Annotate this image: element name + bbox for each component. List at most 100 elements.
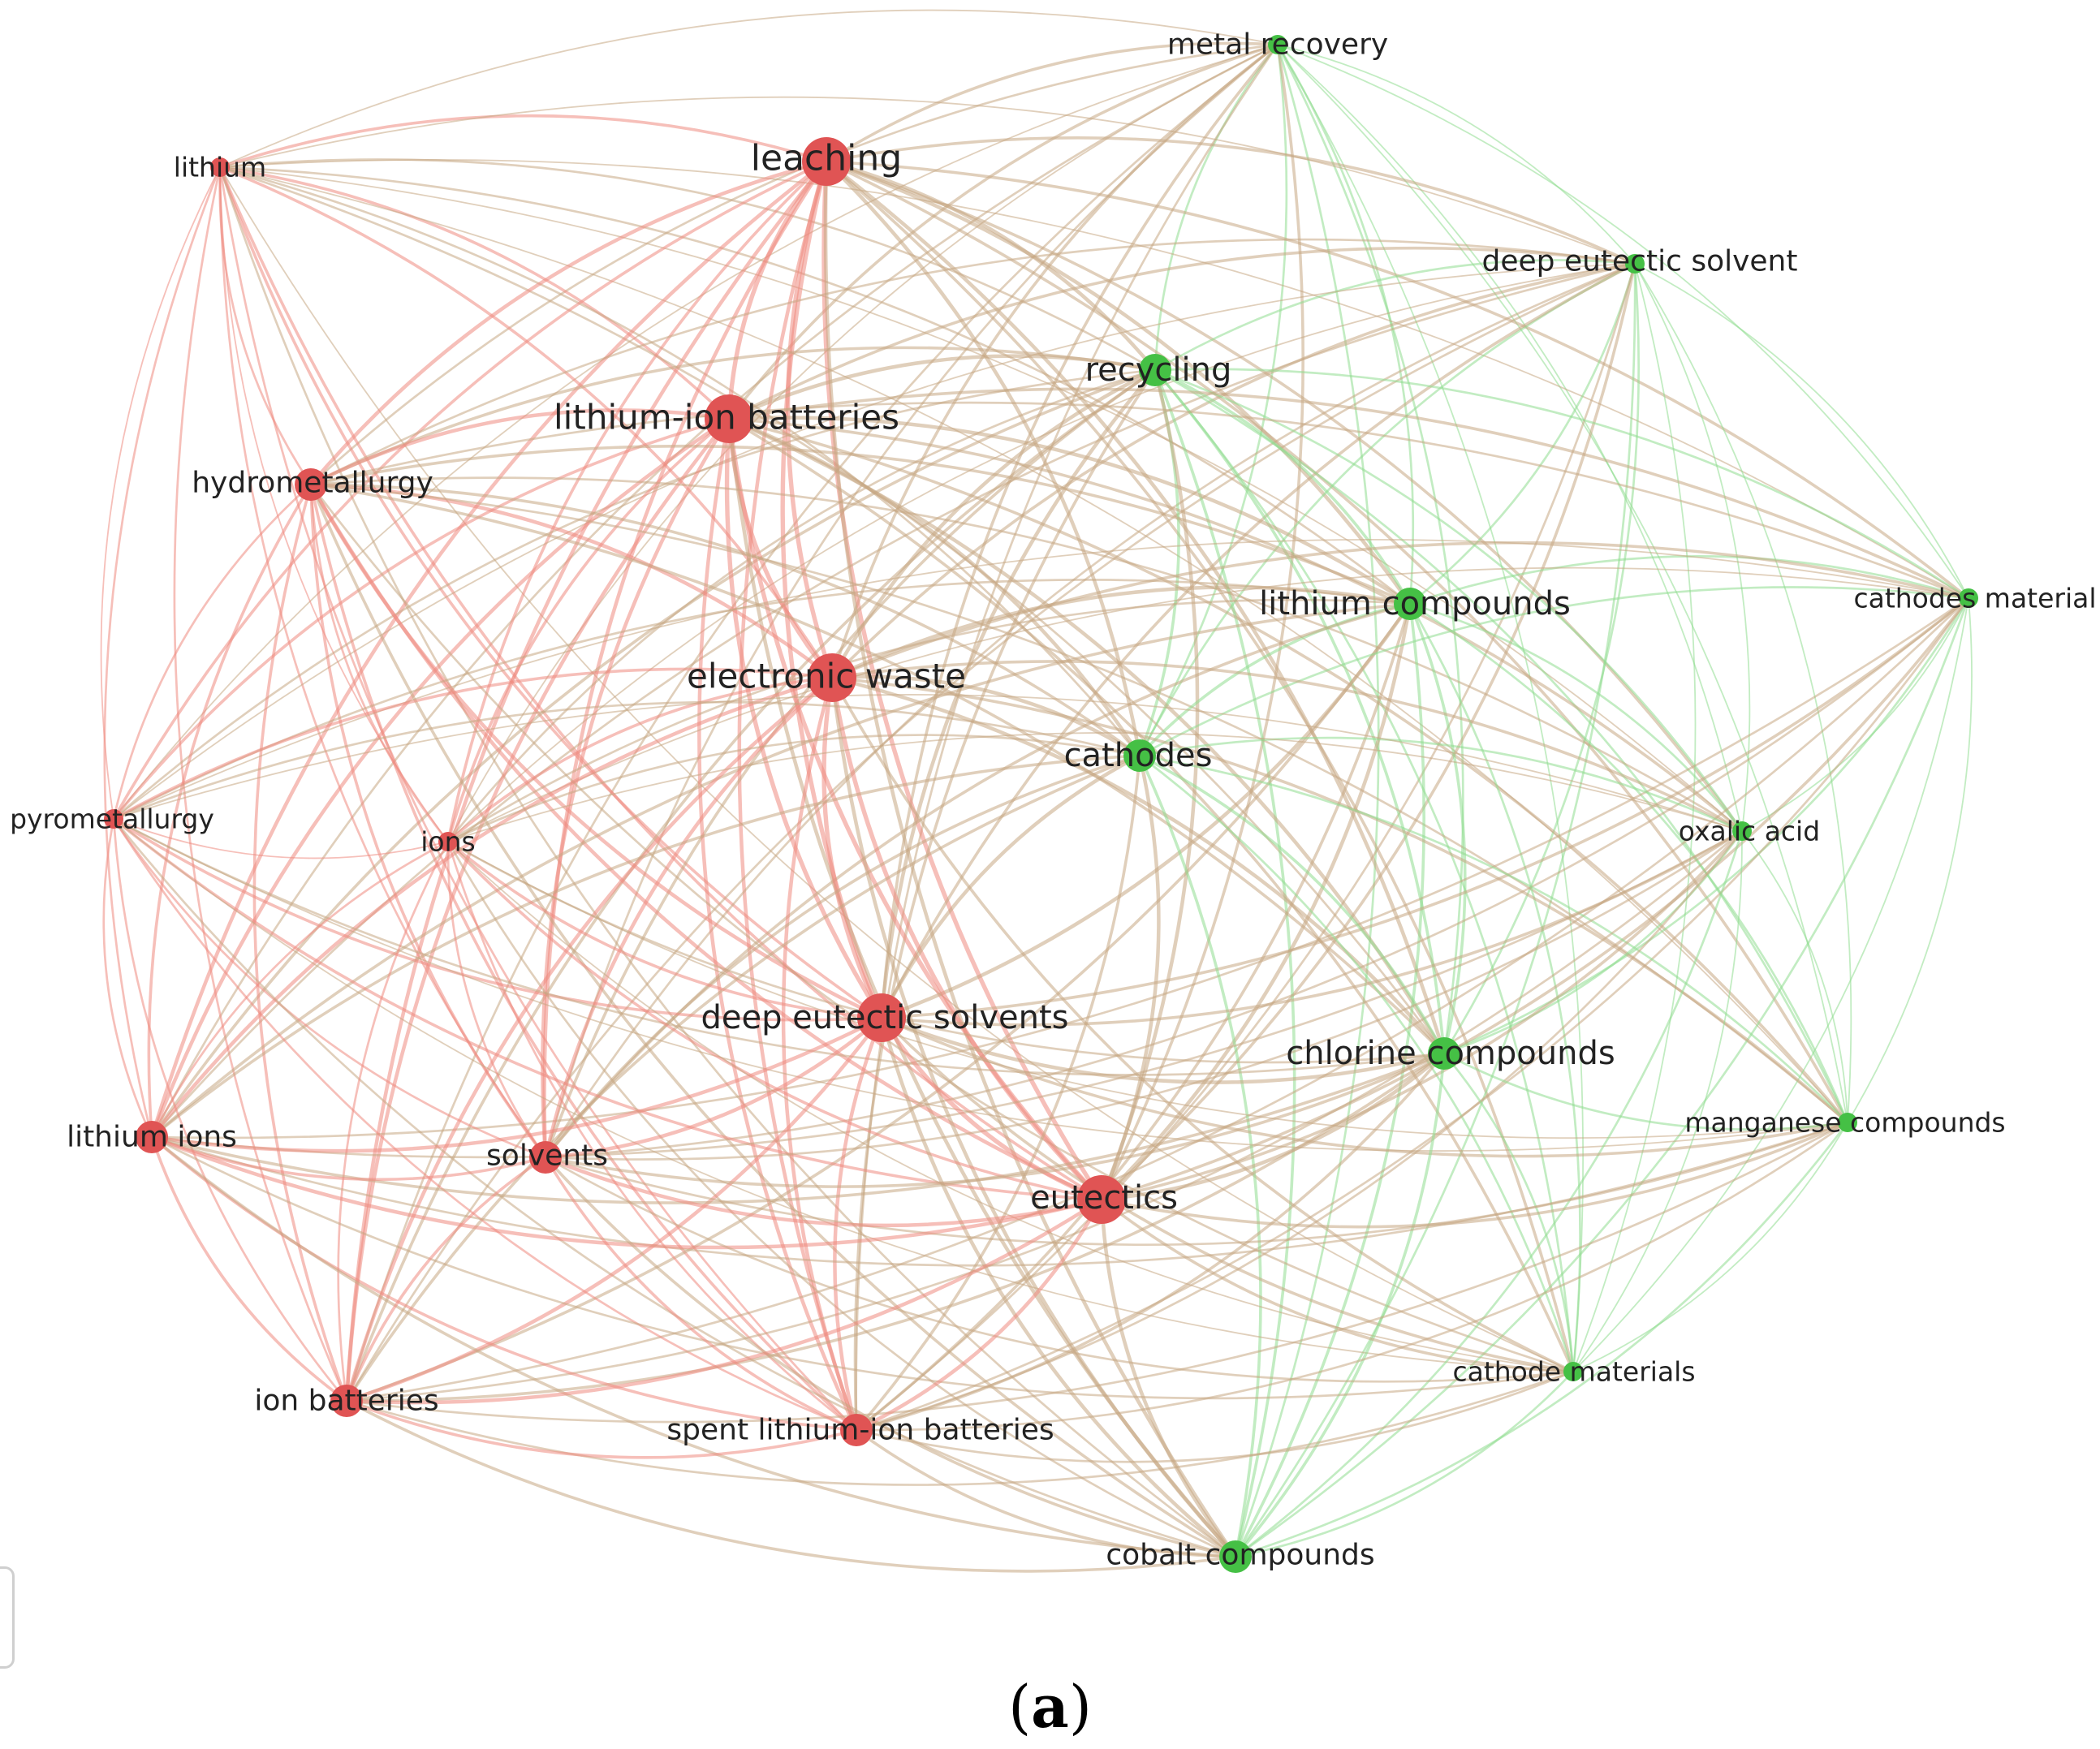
edge-electronic-waste--cobalt-compounds [830, 677, 1237, 1558]
edge-recycling--pyrometallurgy [113, 368, 1156, 821]
node-eutectics[interactable] [1077, 1175, 1126, 1224]
edge-metal-recovery--ions [447, 44, 1279, 842]
edge-lithium-ion-batteries--cathodes-material [728, 387, 1969, 600]
edge-deep-eutectic-solvents--eutectics [879, 1016, 1103, 1202]
edge-solvents--eutectics [545, 1155, 1102, 1228]
node-cathode-materials[interactable] [1563, 1362, 1583, 1381]
edge-cathodes-material--manganese-compounds [1847, 597, 1973, 1123]
edge-electronic-waste--chlorine-compounds [831, 675, 1446, 1055]
edge-lithium-compounds--ions [447, 598, 1411, 843]
edge-chlorine-compounds--eutectics [1101, 1052, 1446, 1202]
edge-leaching--deep-eutectic-solvent [826, 136, 1636, 265]
label-hydrometallurgy: hydrometallurgy [192, 467, 433, 500]
edge-metal-recovery--eutectics [1100, 44, 1304, 1200]
edge-chlorine-compounds--lithium-ions [151, 1052, 1445, 1204]
edge-pyrometallurgy--spent-lithium-ion-batteries [112, 818, 857, 1432]
edge-deep-eutectic-solvent--ion-batteries [345, 262, 1636, 1402]
side-panel-handle[interactable] [0, 1566, 15, 1669]
edge-deep-eutectic-solvents--ion-batteries [346, 1016, 883, 1403]
edge-cathodes--ions [447, 734, 1141, 843]
edge-cathodes--solvents [544, 754, 1141, 1159]
edge-manganese-compounds--eutectics [1101, 1121, 1848, 1229]
edge-cathodes-material--ion-batteries [346, 597, 1969, 1402]
edge-lithium-compounds--chlorine-compounds [1408, 603, 1467, 1054]
edge-deep-eutectic-solvent--cathode-materials [1572, 263, 1697, 1372]
edge-leaching--lithium-ions [149, 160, 828, 1138]
edge-hydrometallurgy--cobalt-compounds [309, 484, 1236, 1558]
label-ions: ions [420, 826, 475, 858]
edge-electronic-waste--ions [446, 676, 833, 843]
node-metal-recovery[interactable] [1268, 35, 1287, 54]
node-deep-eutectic-solvent[interactable] [1625, 254, 1645, 274]
node-cathodes-material[interactable] [1959, 588, 1978, 608]
edge-lithium--lithium-ions [103, 166, 222, 1138]
node-deep-eutectic-solvents[interactable] [857, 993, 906, 1042]
edge-hydrometallurgy--pyrometallurgy [112, 483, 312, 820]
node-cathodes[interactable] [1123, 739, 1156, 772]
node-manganese-compounds[interactable] [1838, 1113, 1857, 1132]
node-recycling[interactable] [1139, 354, 1171, 386]
edge-chlorine-compounds--manganese-compounds [1443, 1052, 1848, 1131]
edge-leaching--recycling [826, 159, 1157, 372]
edge-manganese-compounds--cathode-materials [1572, 1122, 1848, 1372]
node-lithium-ion-batteries[interactable] [705, 394, 753, 443]
edge-pyrometallurgy--oxalic-acid [113, 694, 1743, 832]
node-lithium-ions[interactable] [136, 1121, 168, 1153]
edge-recycling--hydrometallurgy [310, 346, 1156, 486]
edge-lithium--cathodes-material [219, 159, 1969, 599]
edge-cathodes-material--cathode-materials [1572, 597, 1969, 1372]
edge-deep-eutectic-solvent--deep-eutectic-solvents [880, 262, 1636, 1019]
label-leaching: leaching [751, 138, 902, 179]
edge-electronic-waste--solvents [543, 676, 834, 1158]
edge-electronic-waste--pyrometallurgy [113, 667, 833, 821]
edge-metal-recovery--deep-eutectic-solvents [880, 43, 1279, 1019]
node-spent-lithium-ion-batteries[interactable] [840, 1414, 873, 1446]
edge-metal-recovery--oxalic-acid [1277, 44, 1743, 832]
node-lithium[interactable] [210, 157, 230, 177]
node-pyrometallurgy[interactable] [104, 809, 123, 829]
edge-cathodes-material--chlorine-compounds [1443, 597, 1970, 1055]
node-ions[interactable] [438, 832, 458, 851]
edge-lithium--cobalt-compounds [218, 166, 1236, 1558]
node-leaching[interactable] [802, 137, 851, 186]
node-hydrometallurgy[interactable] [295, 468, 327, 501]
edge-eutectics--spent-lithium-ion-batteries [856, 1198, 1103, 1432]
label-electronic-waste: electronic waste [687, 657, 966, 696]
edge-hydrometallurgy--ion-batteries [252, 484, 348, 1402]
node-ion-batteries[interactable] [330, 1385, 363, 1417]
edge-solvents--cathode-materials [545, 1156, 1574, 1383]
edge-electronic-waste--deep-eutectic-solvents [821, 677, 884, 1019]
edge-deep-eutectic-solvent--lithium-ion-batteries [728, 246, 1636, 420]
edge-lithium-ion-batteries--oxalic-acid [728, 417, 1744, 833]
edge-recycling--cathodes-material [1154, 368, 1969, 600]
edge-metal-recovery--electronic-waste [830, 43, 1279, 678]
edge-chlorine-compounds--solvents [545, 1052, 1445, 1188]
figure-caption: (a) [0, 1672, 2100, 1741]
node-oxalic-acid[interactable] [1732, 821, 1752, 841]
edge-lithium-ions--eutectics [151, 1135, 1102, 1250]
edge-oxalic-acid--ion-batteries [346, 829, 1743, 1402]
edge-electronic-waste--manganese-compounds [831, 676, 1849, 1124]
edge-deep-eutectic-solvents--chlorine-compounds [881, 1015, 1445, 1084]
edge-metal-recovery--chlorine-compounds [1276, 44, 1464, 1054]
node-electronic-waste[interactable] [808, 653, 856, 702]
edge-leaching--ions [446, 160, 828, 842]
edge-ions--spent-lithium-ion-batteries [446, 841, 857, 1432]
edge-solvents--ion-batteries [345, 1156, 546, 1402]
edge-pyrometallurgy--deep-eutectic-solvents [113, 817, 882, 1022]
edge-cathodes-material--electronic-waste [831, 541, 1969, 679]
edge-leaching--chlorine-compounds [825, 160, 1447, 1054]
node-cobalt-compounds[interactable] [1219, 1540, 1252, 1573]
edge-pyrometallurgy--cobalt-compounds [112, 818, 1236, 1558]
edge-recycling--deep-eutectic-solvents [879, 368, 1157, 1019]
node-chlorine-compounds[interactable] [1428, 1037, 1460, 1070]
node-solvents[interactable] [529, 1141, 562, 1174]
edge-metal-recovery--cathodes [1138, 44, 1288, 756]
edge-lithium-ion-batteries--manganese-compounds [728, 417, 1849, 1124]
edge-leaching--cathodes-material [826, 160, 1970, 600]
edge-lithium--pyrometallurgy [100, 166, 221, 820]
edge-ions--cobalt-compounds [446, 841, 1236, 1558]
edge-metal-recovery--cobalt-compounds [1234, 44, 1380, 1557]
node-lithium-compounds[interactable] [1394, 588, 1426, 620]
